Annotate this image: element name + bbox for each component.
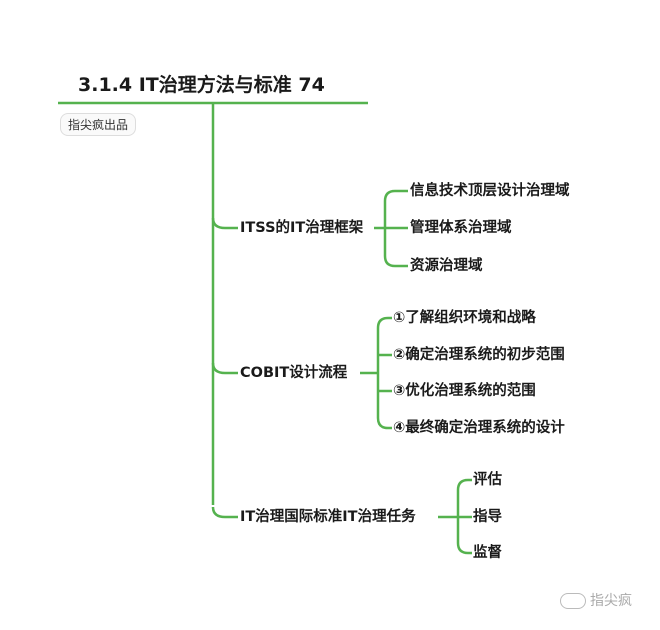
leaf: 资源治理域 <box>410 258 483 274</box>
watermark-text: 指尖疯 <box>590 593 632 609</box>
branch-cobit: COBIT设计流程 <box>240 365 348 381</box>
watermark: 指尖疯 <box>560 590 632 610</box>
root-topic: 3.1.4 IT治理方法与标准 74 <box>78 74 325 96</box>
branch-intl-standard: IT治理国际标准IT治理任务 <box>240 509 416 525</box>
leaf: 监督 <box>473 545 502 561</box>
leaf: ④最终确定治理系统的设计 <box>393 420 565 436</box>
leaf: 信息技术顶层设计治理域 <box>410 183 570 199</box>
wechat-icon <box>560 593 586 609</box>
leaf: 评估 <box>473 472 502 488</box>
leaf: ①了解组织环境和战略 <box>393 310 536 326</box>
branch-itss: ITSS的IT治理框架 <box>240 220 364 236</box>
leaf: 管理体系治理域 <box>410 220 512 236</box>
leaf: ③优化治理系统的范围 <box>393 383 536 399</box>
leaf: 指导 <box>473 509 502 525</box>
leaf: ②确定治理系统的初步范围 <box>393 347 565 363</box>
author-badge: 指尖疯出品 <box>60 113 137 136</box>
